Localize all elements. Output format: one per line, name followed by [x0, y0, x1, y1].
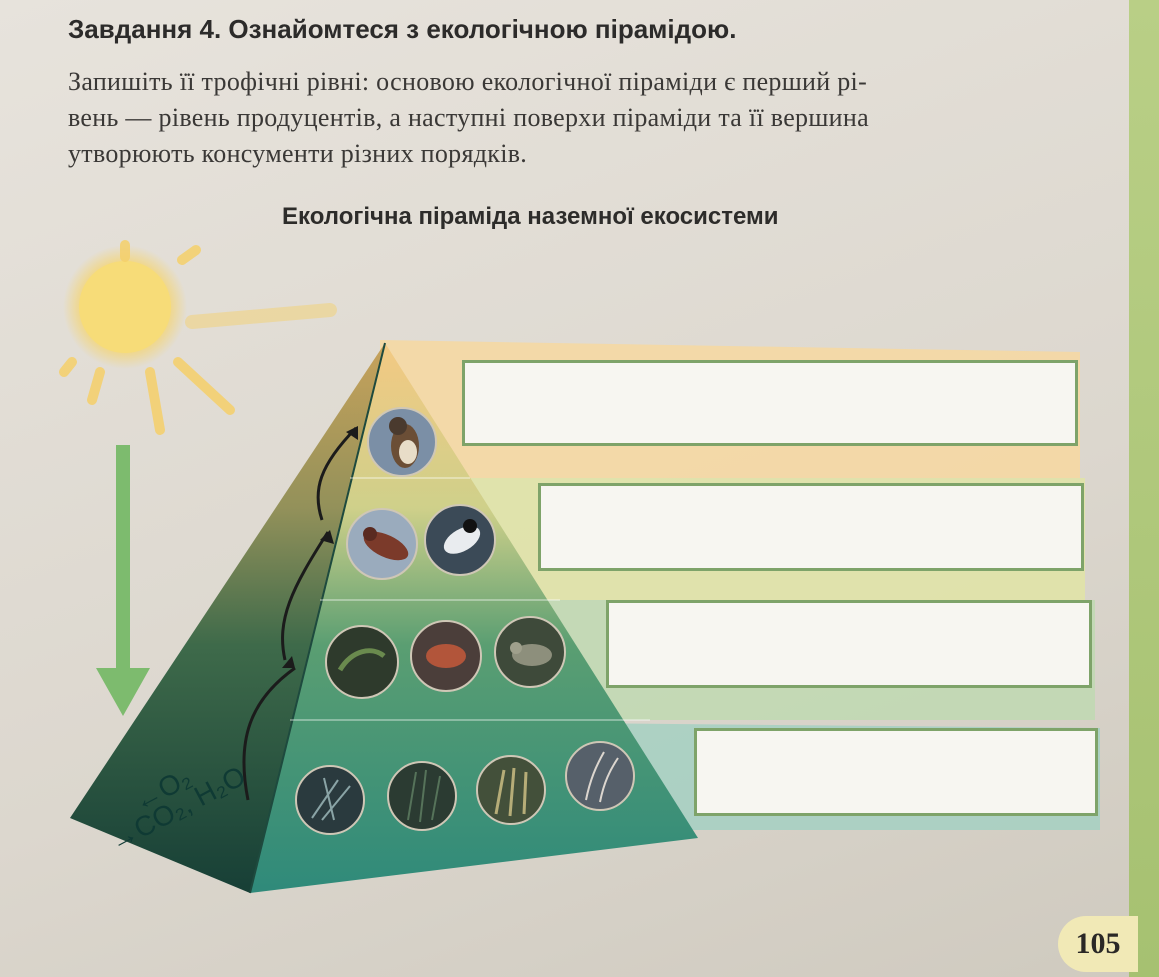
- ecological-pyramid-figure: [59, 240, 1100, 894]
- instruction-line: утворюють консументи різних порядків.: [68, 139, 528, 168]
- feathergrass-icon: [565, 741, 635, 811]
- instruction-line: вень — рівень продуцентів, а наступні по…: [68, 103, 869, 132]
- instruction-line: Запишіть її трофічні рівні: основою екол…: [68, 67, 868, 96]
- pyramid-left-face: [70, 343, 385, 893]
- sun-icon: [59, 240, 337, 435]
- answer-box-level-2[interactable]: [606, 600, 1092, 688]
- mouse-icon: [494, 616, 566, 688]
- figure-caption: Екологічна піраміда наземної екосистеми: [282, 203, 779, 230]
- page-number: 105: [1058, 916, 1138, 972]
- task-heading: Завдання 4. Ознайомтеся з екологічною пі…: [68, 14, 737, 44]
- wheat-icon: [476, 755, 546, 825]
- task-instruction: Запишіть її трофічні рівні: основою екол…: [68, 64, 1088, 172]
- grass-icon: [295, 765, 365, 835]
- beetle-icon: [410, 620, 482, 692]
- page-edge-strip: [1129, 0, 1159, 977]
- level-separators: [290, 477, 650, 721]
- pyramid-edge: [249, 342, 386, 894]
- shrike-icon: [346, 508, 418, 580]
- answer-box-level-4[interactable]: [462, 360, 1078, 446]
- food-chain-arrows: [242, 426, 358, 801]
- grasshopper-icon: [325, 625, 399, 699]
- answer-box-level-3[interactable]: [538, 483, 1084, 571]
- answer-box-level-1[interactable]: [694, 728, 1098, 816]
- arrow-heads: [282, 426, 358, 668]
- sedge-icon: [387, 761, 457, 831]
- energy-arrow-icon: [96, 445, 150, 716]
- magpie-icon: [424, 504, 496, 576]
- falcon-icon: [367, 407, 437, 477]
